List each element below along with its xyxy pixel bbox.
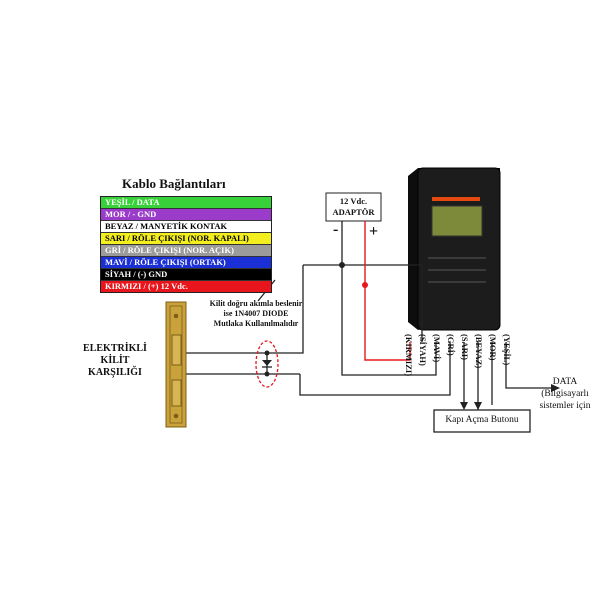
wire-label-white: (BEYAZ) bbox=[474, 334, 484, 369]
diode-note-line1: Kilit doğru akımla beslenir bbox=[209, 299, 303, 308]
adaptor-label-name: ADAPTÖR bbox=[332, 207, 375, 217]
lock-label-line3: KARŞILIĞI bbox=[88, 367, 142, 378]
legend-row: MAVİ / RÖLE ÇIKIŞI (ORTAK) bbox=[101, 257, 271, 269]
diode-note-line2: ise 1N4007 DIODE bbox=[223, 309, 289, 318]
wire-label-blue: (MAVİ) bbox=[432, 334, 442, 363]
adaptor-box bbox=[325, 192, 382, 222]
reader-led-bar bbox=[432, 197, 480, 201]
arrow-to-button-left bbox=[460, 402, 468, 410]
diode-note-line3: Mutlaka Kullanılmalıdır bbox=[213, 319, 299, 328]
door-open-button-box bbox=[433, 409, 531, 433]
diode bbox=[255, 340, 279, 388]
legend-row: YEŞİL / DATA bbox=[101, 197, 271, 209]
wire-label-black: (SİYAH) bbox=[418, 334, 428, 366]
electric-lock-plate bbox=[165, 301, 187, 428]
positive-wire bbox=[364, 221, 411, 361]
junction-dot-minus bbox=[339, 262, 345, 268]
door-open-button-label: Kapı Açma Butonu bbox=[445, 415, 519, 425]
wire-label-purple: (MOR) bbox=[488, 334, 498, 361]
data-output-line2: (Bilgisayarlı bbox=[541, 389, 589, 399]
arrow-to-button-right bbox=[474, 402, 482, 410]
wires bbox=[186, 221, 552, 433]
arrow-data-out bbox=[551, 384, 560, 392]
reader-display bbox=[431, 205, 483, 237]
lock-label-line1: ELEKTRİKLİ bbox=[83, 343, 147, 354]
legend-row: GRİ / RÖLE ÇIKIŞI (NOR. AÇIK) bbox=[101, 245, 271, 257]
data-output-line3: sistemler için bbox=[539, 401, 591, 411]
wire-label-gray: (GRİ) bbox=[446, 334, 456, 356]
lock-label-line2: KİLİT bbox=[100, 355, 130, 366]
wire-label-yellow: (SARI) bbox=[460, 334, 470, 360]
legend-row: KIRMIZI / (+) 12 Vdc. bbox=[101, 281, 271, 292]
card-reader bbox=[408, 167, 501, 331]
wire-label-red: (KIRMIZI) bbox=[404, 334, 414, 377]
legend-row: SİYAH / (-) GND bbox=[101, 269, 271, 281]
legend-row: BEYAZ / MANYETİK KONTAK bbox=[101, 221, 271, 233]
wire-label-green: (YEŞİL) bbox=[502, 334, 512, 366]
data-output-line1: DATA bbox=[552, 377, 578, 387]
adaptor-plus-sign: + bbox=[369, 223, 379, 240]
legend-row: SARI / RÖLE ÇIKIŞI (NOR. KAPALI) bbox=[101, 233, 271, 245]
adaptor-label-voltage: 12 Vdc. bbox=[339, 196, 368, 206]
legend-title: Kablo Bağlantıları bbox=[122, 176, 226, 191]
junction-dot-plus bbox=[362, 282, 368, 288]
legend-row: MOR / - GND bbox=[101, 209, 271, 221]
adaptor-minus-sign: - bbox=[333, 221, 339, 238]
